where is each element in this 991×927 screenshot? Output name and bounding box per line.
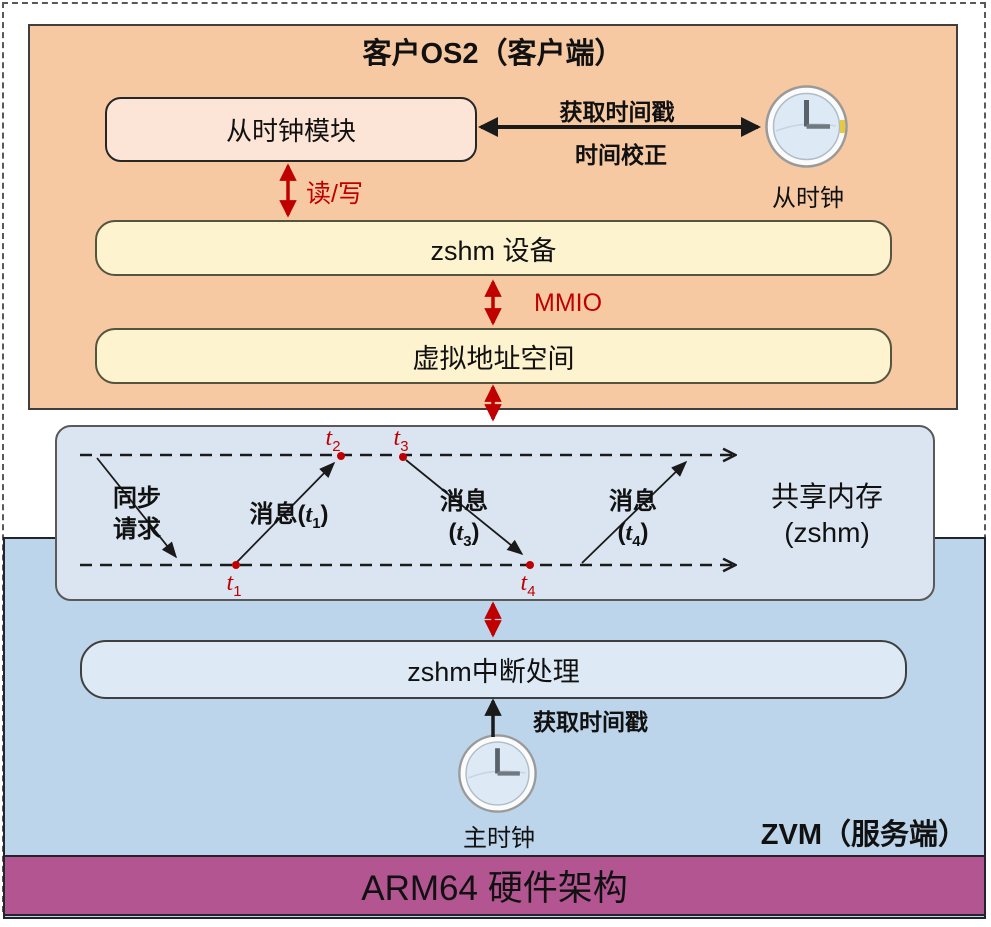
mmio-label: MMIO: [534, 289, 603, 317]
time-correction-label: 时间校正: [575, 142, 667, 168]
read-write-label: 读/写: [306, 180, 363, 208]
slave-clock-label: 从时钟: [772, 185, 844, 212]
zshm-interrupt-handler-box: zshm中断处理: [80, 640, 907, 699]
arm64-hardware-label: ARM64 硬件架构: [361, 869, 628, 908]
slave-clock-module-box: 从时钟模块: [105, 97, 477, 162]
shared-memory-title: 共享内存 (zshm): [770, 481, 884, 548]
message-t1-label: 消息(t1): [249, 501, 329, 532]
guest-os2-title: 客户OS2（客户端）: [362, 38, 624, 70]
virtual-address-space-box: 虚拟地址空间: [95, 328, 892, 384]
t3-label: t3: [393, 425, 409, 455]
message-t4-label: 消息 (t4): [609, 488, 657, 550]
get-timestamp-label-bottom: 获取时间戳: [533, 709, 648, 735]
message-t3-label: 消息 (t3): [440, 488, 488, 550]
master-clock-icon: [458, 734, 537, 813]
zshm-device-box: zshm 设备: [95, 220, 892, 276]
t2-label: t2: [325, 425, 341, 455]
get-timestamp-label-top: 获取时间戳: [559, 99, 675, 125]
slave-clock-icon: [765, 85, 848, 168]
sync-request-label: 同步 请求: [113, 485, 161, 543]
zvm-server-label: ZVM（服务端）: [760, 819, 967, 851]
arm64-hardware-bar: ARM64 硬件架构: [3, 855, 986, 916]
master-clock-label: 主时钟: [463, 825, 535, 852]
t4-label: t4: [520, 570, 536, 600]
t1-label: t1: [226, 570, 242, 600]
